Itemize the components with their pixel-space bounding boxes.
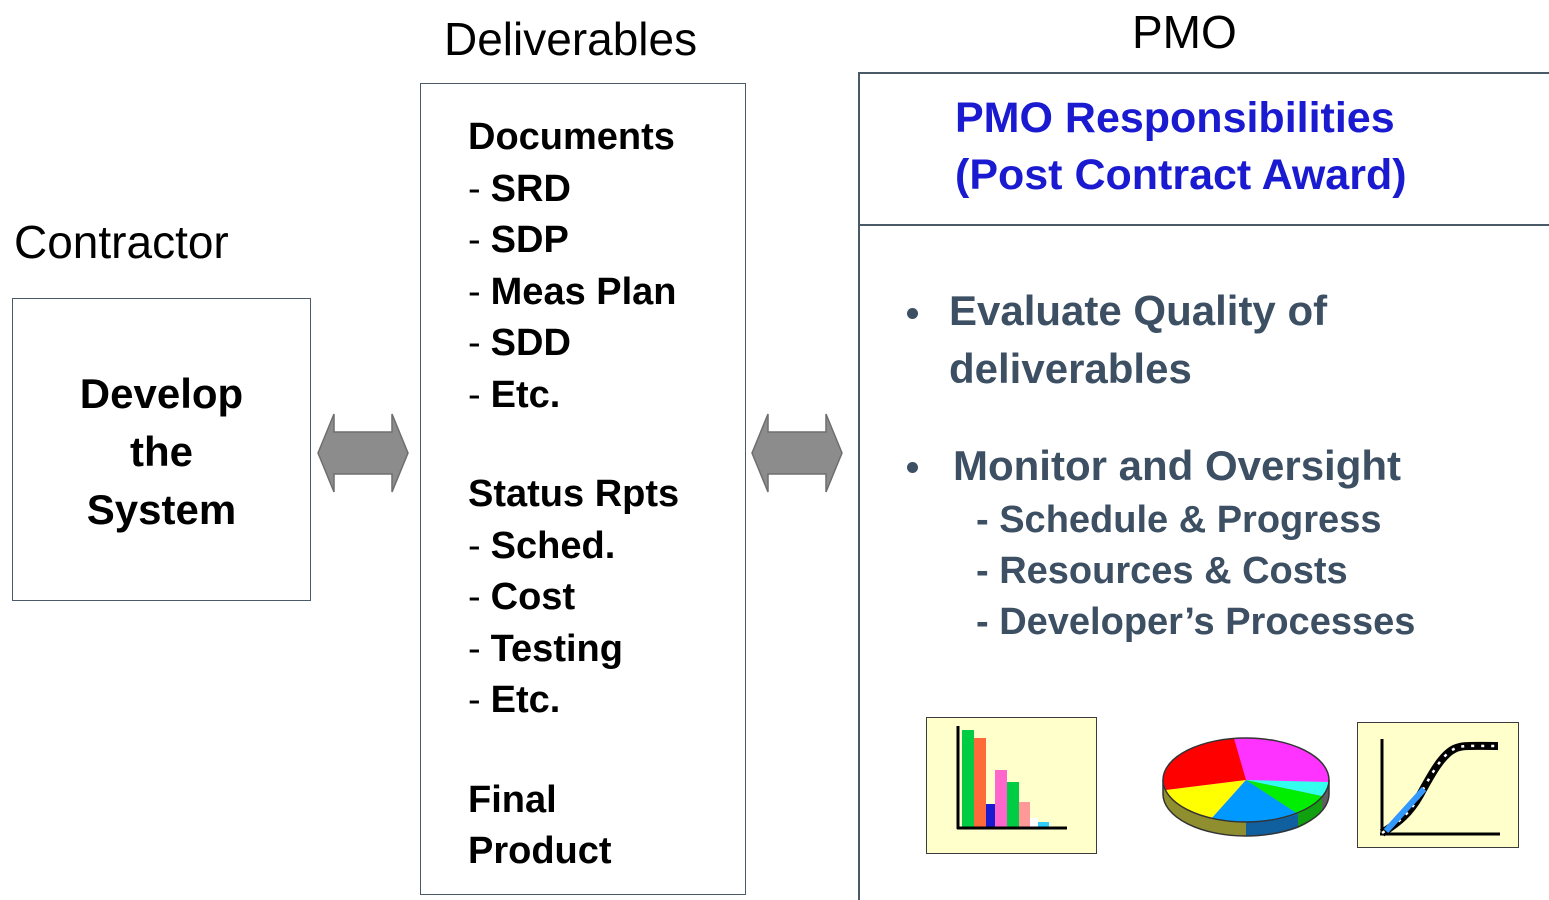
bullet-monitor: Monitor and Oversight — [953, 442, 1402, 489]
system-label: System — [86, 486, 237, 533]
pmo-title-line1: PMO Responsibilities — [955, 94, 1395, 142]
documents-header: Documents — [468, 116, 675, 158]
list-item: -SRD — [468, 167, 571, 210]
list-item: -Cost — [468, 576, 576, 618]
develop-label: Develop — [79, 370, 244, 417]
final-label: Final — [468, 778, 557, 821]
s-curve-chart-icon — [1379, 739, 1500, 837]
pie-chart-icon — [1162, 737, 1330, 837]
product-label: Product — [468, 830, 612, 872]
bullet-dot — [907, 308, 918, 319]
list-item: -Meas Plan — [468, 270, 677, 313]
double-arrow-icon — [751, 413, 843, 493]
bullet-evaluate: Evaluate Quality of deliverables — [949, 287, 1328, 392]
pmo-title-line2: (Post Contract Award) — [955, 151, 1407, 199]
pmo-box-top-border — [858, 72, 1549, 74]
pmo-title-divider — [858, 224, 1549, 226]
status-reports-header: Status Rpts — [468, 473, 680, 515]
pmo-box-left-border — [858, 72, 860, 900]
double-arrow-icon — [317, 413, 409, 493]
list-item: - Schedule & Progress — [976, 499, 1382, 541]
deliverables-box: Documents -SRD -SDP -Meas Plan -SDD -Etc… — [420, 83, 746, 895]
deliverables-heading: Deliverables — [444, 13, 698, 65]
bar-chart-thumbnail — [926, 717, 1097, 854]
list-item: - Developer’s Processes — [976, 601, 1416, 643]
list-item: -Testing — [468, 627, 623, 670]
list-item: -Etc. — [468, 373, 561, 416]
contractor-heading: Contractor — [14, 216, 229, 268]
monitor-sub-list: - Schedule & Progress - Resources & Cost… — [976, 495, 1415, 648]
bar-chart-icon — [956, 726, 1067, 830]
s-curve-chart-thumbnail — [1357, 722, 1519, 848]
list-item: - Resources & Costs — [976, 550, 1348, 592]
bullet-dot — [907, 462, 918, 473]
list-item: -SDD — [468, 322, 571, 364]
list-item: -Etc. — [468, 679, 561, 721]
list-item: -Sched. — [468, 524, 616, 567]
contractor-box: Develop the System — [12, 298, 311, 601]
pmo-title: PMO Responsibilities (Post Contract Awar… — [955, 90, 1407, 204]
list-item: -SDP — [468, 219, 569, 261]
the-label: the — [130, 428, 193, 475]
pmo-heading: PMO — [1132, 6, 1237, 58]
